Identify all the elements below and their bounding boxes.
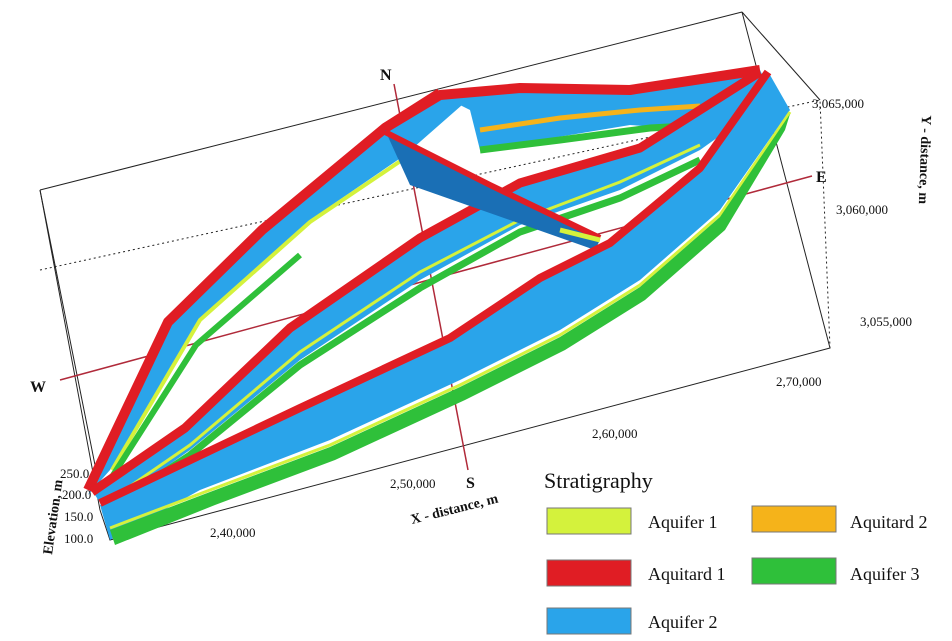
fence-middle-aquitard1 xyxy=(89,68,763,496)
east-label: E xyxy=(816,169,827,186)
elevation-tick-150: 150.0 xyxy=(64,509,93,524)
x-tick-240000: 2,40,000 xyxy=(210,525,256,540)
fence-cross xyxy=(383,129,602,250)
box-front-top xyxy=(39,11,831,541)
fence-middle xyxy=(89,68,770,511)
legend-swatch-aquitard-1 xyxy=(546,559,632,587)
compass-labels: N S E W xyxy=(30,67,827,492)
box-right-top xyxy=(741,11,821,101)
fence-middle-aquifer2 xyxy=(95,75,770,510)
y-axis-title: Y - distance, m xyxy=(915,115,933,205)
elevation-tick-250: 250.0 xyxy=(60,466,89,481)
fence-left-outer-aquifer3 xyxy=(107,252,302,482)
legend-swatch-aquifer-1 xyxy=(546,507,632,535)
fence-cross-aquitard1 xyxy=(383,129,602,241)
legend-item-aquitard-1: Aquitard 1 xyxy=(546,559,725,587)
legend-item-aquifer-2: Aquifer 2 xyxy=(546,607,717,635)
legend-swatch-aquifer-3 xyxy=(751,557,837,585)
x-tick-250000: 2,50,000 xyxy=(390,476,436,491)
legend-item-aquifer-3: Aquifer 3 xyxy=(751,557,919,585)
legend: Stratigraphy Aquifer 1 Aquitard 2 Aquita… xyxy=(544,468,927,635)
legend-label-aquitard-1: Aquitard 1 xyxy=(648,564,725,584)
fence-right-outer-aquifer1 xyxy=(109,111,792,530)
legend-label-aquitard-2: Aquitard 2 xyxy=(850,512,927,532)
legend-title: Stratigraphy xyxy=(544,468,653,493)
legend-item-aquitard-2: Aquitard 2 xyxy=(751,505,927,533)
y-tick-3060000: 3,060,000 xyxy=(836,202,888,217)
elevation-tick-200: 200.0 xyxy=(62,487,91,502)
fence-right-outer xyxy=(98,69,792,545)
elevation-tick-100: 100.0 xyxy=(64,531,93,546)
elevation-axis-title: Elevation, m xyxy=(41,478,66,555)
legend-item-aquifer-1: Aquifer 1 xyxy=(546,507,717,535)
fence-top-aquitard2 xyxy=(479,103,701,133)
box-top-edge xyxy=(39,11,743,191)
south-label: S xyxy=(466,475,475,492)
x-axis-title: X - distance, m xyxy=(409,492,500,528)
fence-cross-aquifer1 xyxy=(559,227,601,243)
x-tick-260000: 2,60,000 xyxy=(592,426,638,441)
y-tick-3055000: 3,055,000 xyxy=(860,314,912,329)
y-tick-3065000: 3,065,000 xyxy=(812,96,864,111)
fence-top-aquitard1 xyxy=(382,65,761,133)
legend-label-aquifer-2: Aquifer 2 xyxy=(648,612,717,632)
box-corner xyxy=(99,509,111,541)
legend-label-aquifer-3: Aquifer 3 xyxy=(850,564,919,584)
legend-swatch-aquifer-2 xyxy=(546,607,632,635)
west-label: W xyxy=(30,379,46,396)
x-tick-270000: 2,70,000 xyxy=(776,374,822,389)
fence-top xyxy=(382,65,775,154)
legend-label-aquifer-1: Aquifer 1 xyxy=(648,512,717,532)
box-left-edge xyxy=(39,189,101,511)
fence-middle-aquifer1 xyxy=(109,143,701,502)
elevation-axis: 250.0 200.0 150.0 100.0 Elevation, m xyxy=(41,466,93,556)
fence-middle-aquifer3 xyxy=(108,156,702,511)
fence-left-outer-aquifer1 xyxy=(110,156,407,472)
y-axis: 3,055,000 3,060,000 3,065,000 Y - distan… xyxy=(812,96,933,329)
legend-swatch-aquitard-2 xyxy=(751,505,837,533)
north-label: N xyxy=(380,67,392,84)
fence-right-outer-aquitard1 xyxy=(98,69,772,507)
